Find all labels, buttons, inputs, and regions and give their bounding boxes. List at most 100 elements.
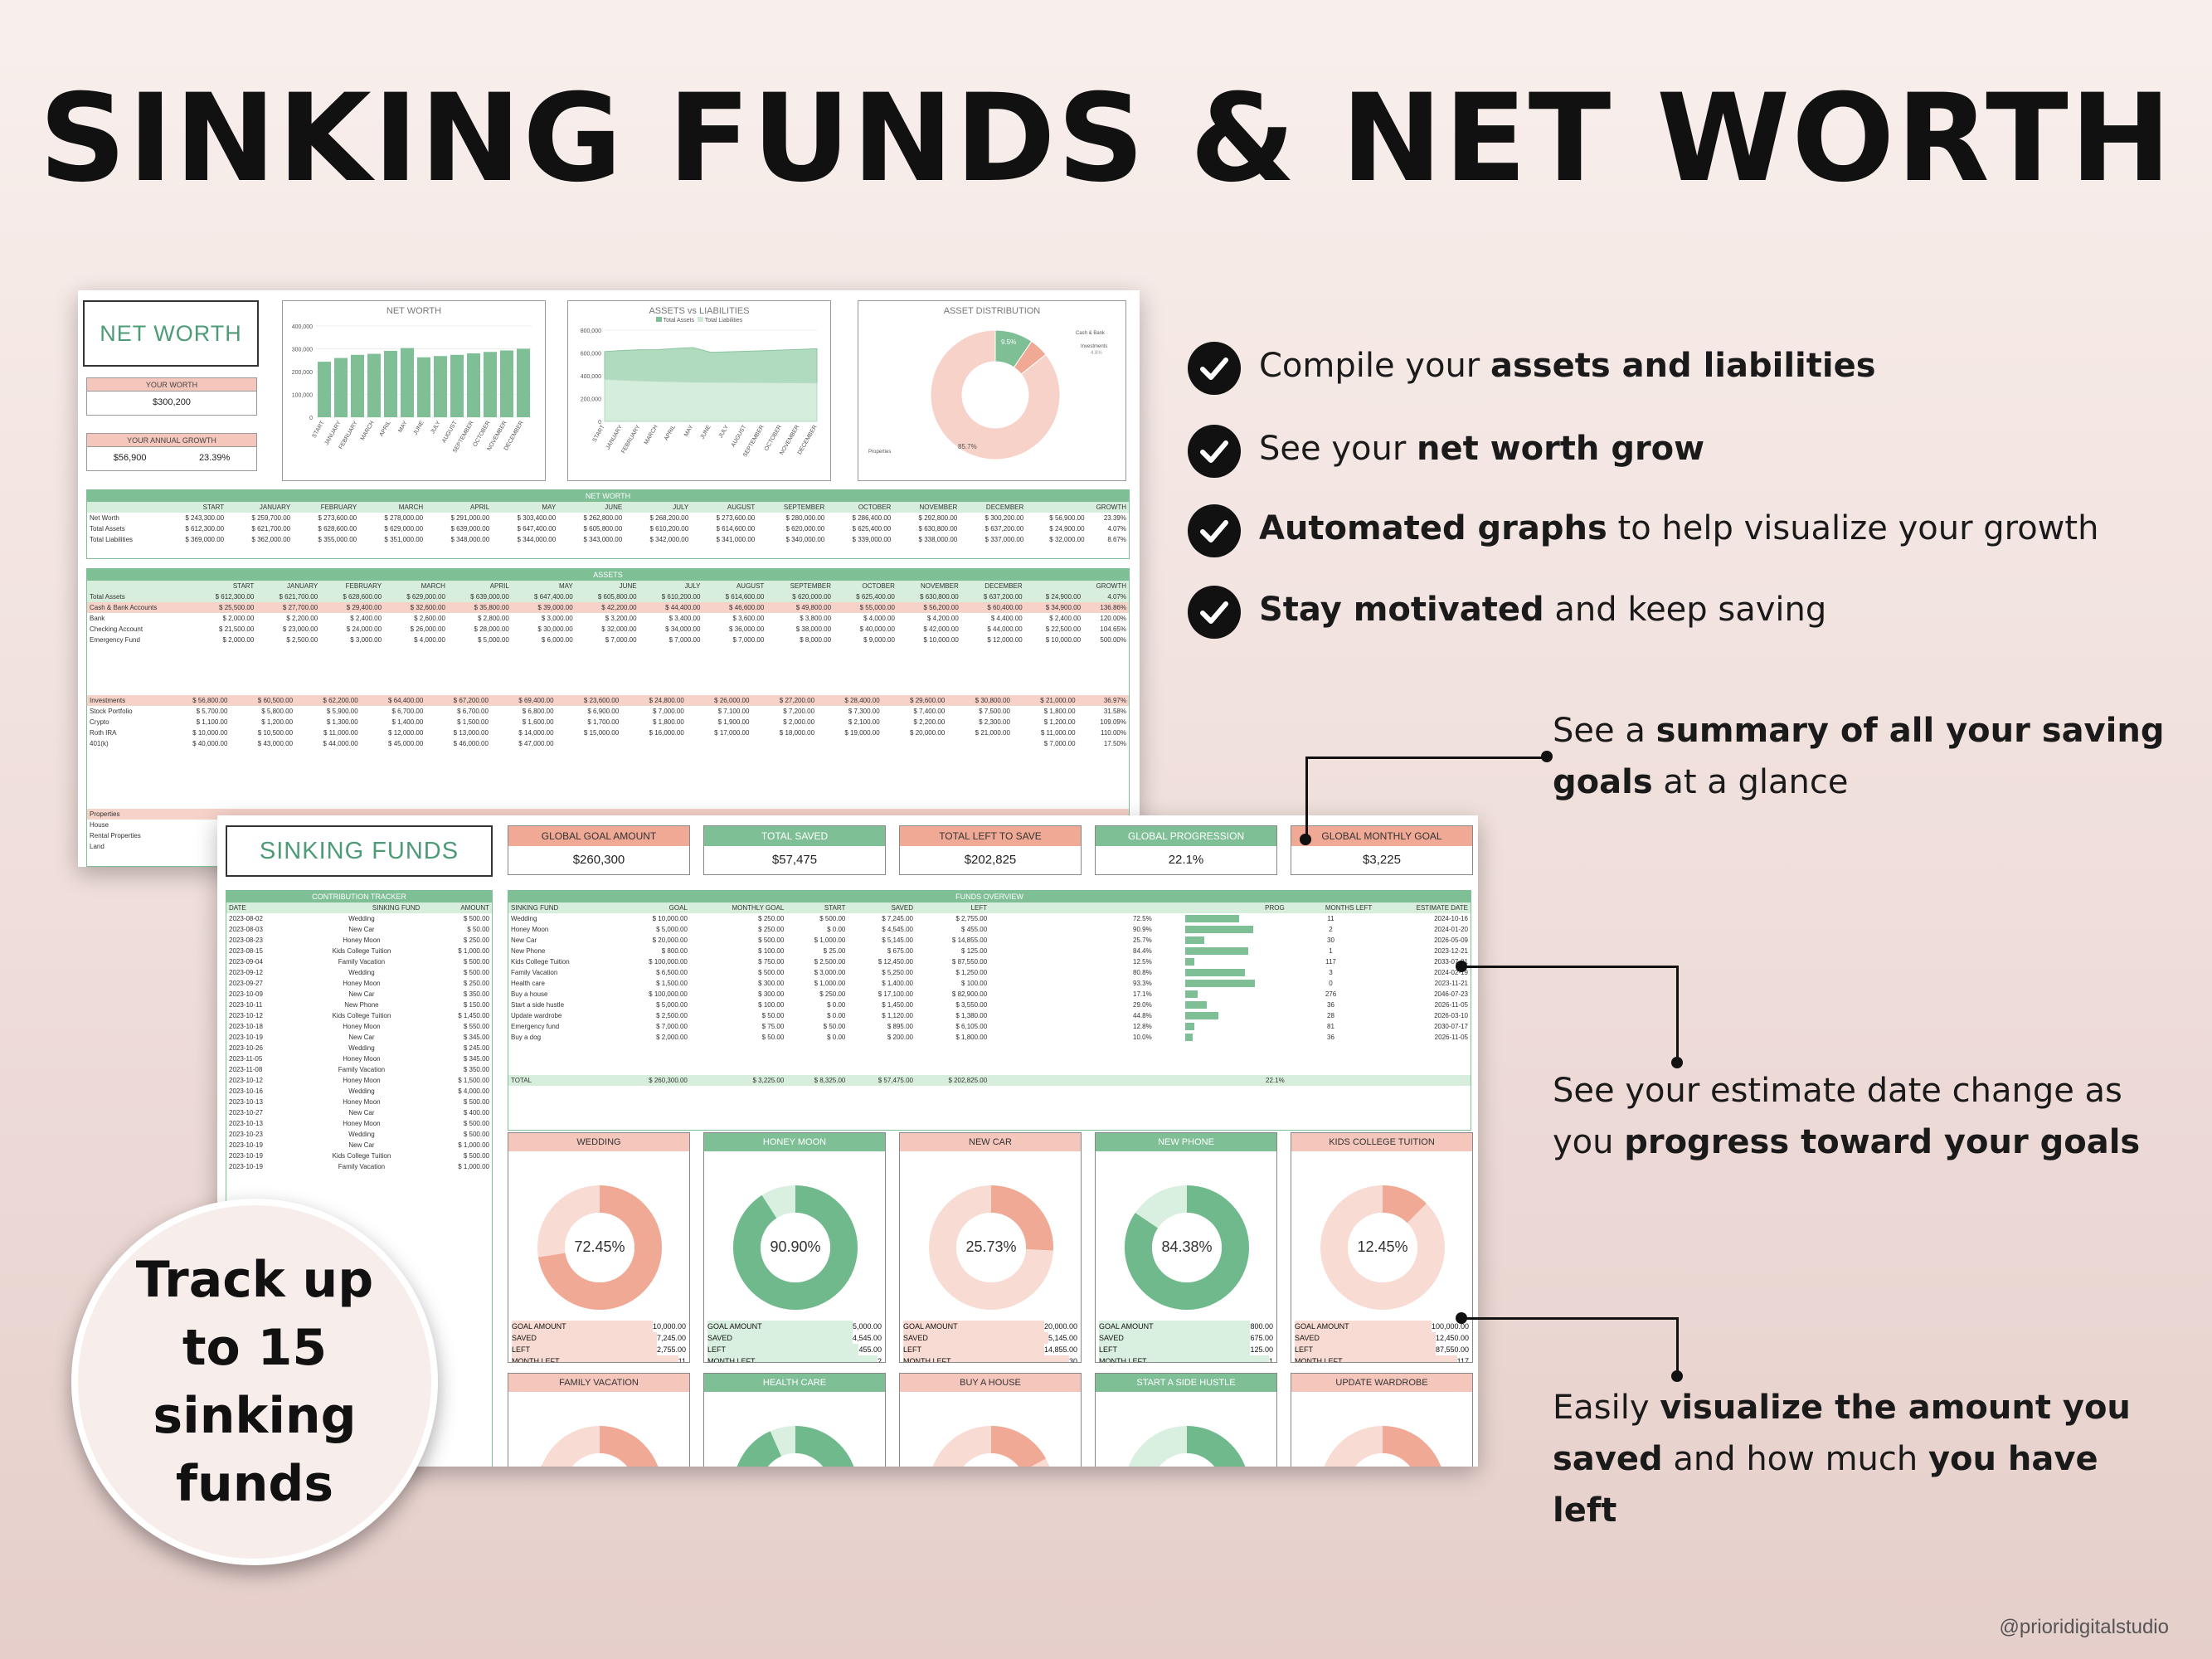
overview-cell: $ 500.00 [819, 915, 846, 922]
tracker-fund[interactable]: New Car [348, 1109, 375, 1117]
tracker-fund[interactable]: New Car [348, 1141, 375, 1149]
x-tick: DECEMBER [797, 425, 819, 456]
cell: $ 630,800.00 [918, 525, 958, 533]
cell: $ 610,200.00 [639, 591, 703, 602]
progress-cell: 84.4% [989, 946, 1287, 956]
tracker-date: 2023-11-08 [229, 1066, 263, 1073]
tracker-date: 2023-10-19 [229, 1141, 263, 1149]
tracker-fund[interactable]: New Phone [344, 1001, 379, 1009]
tracker-fund[interactable]: Family Vacation [338, 1066, 386, 1073]
overview-cell: $ 0.00 [827, 1012, 846, 1019]
tracker-fund[interactable]: Wedding [348, 915, 375, 922]
fund-stat-value: 10,000.00 [652, 1322, 686, 1331]
tracker-fund[interactable]: Family Vacation [338, 1163, 386, 1170]
cell: $ 7,400.00 [913, 708, 946, 715]
x-tick: FEBRUARY [620, 424, 641, 455]
tracker-fund[interactable]: New Car [348, 926, 375, 933]
donut-progress [733, 1185, 858, 1310]
tracker-fund[interactable]: Kids College Tuition [332, 947, 391, 955]
investments-grid: Investments$ 56,800.00$ 60,500.00$ 62,20… [87, 695, 1129, 749]
cell: $ 17,000.00 [714, 729, 750, 737]
tracker-fund[interactable]: New Car [348, 1034, 375, 1041]
cell: $ 348,000.00 [450, 536, 490, 543]
overview-cell: $ 12,450.00 [878, 958, 913, 966]
fund-donut: 90.90% [733, 1185, 858, 1310]
cell: $ 620,000.00 [785, 525, 825, 533]
overview-col: SINKING FUND [508, 902, 616, 913]
kpi-card: GLOBAL GOAL AMOUNT$260,300 [508, 825, 690, 875]
cell: $ 67,200.00 [425, 695, 491, 706]
cell: $ 1,600.00 [522, 718, 554, 726]
cell: $ 13,000.00 [453, 729, 489, 737]
kpi-card: TOTAL SAVED$57,475 [703, 825, 886, 875]
cell: $ 1,800.00 [652, 718, 684, 726]
cell: $ 32,600.00 [384, 602, 448, 613]
fund-pct: 72.45% [574, 1238, 625, 1255]
cell: $ 24,900.00 [1049, 525, 1085, 533]
tracker-fund[interactable]: Honey Moon [343, 980, 381, 987]
fund-stat-label: SAVED [1295, 1332, 1436, 1344]
cell: $ 10,000.00 [1045, 636, 1082, 644]
tracker-date: 2023-10-16 [229, 1087, 263, 1095]
cell: $ 30,800.00 [947, 695, 1013, 706]
tracker-fund[interactable]: Wedding [348, 1131, 375, 1138]
overview-cell: $ 895.00 [887, 1023, 913, 1030]
fund-stat-value: 675.00 [1250, 1334, 1273, 1342]
tracker-fund[interactable]: Wedding [348, 969, 375, 976]
empty-row [508, 1053, 1471, 1064]
net-worth-title: NET WORTH [100, 320, 242, 346]
tracker-fund[interactable]: Honey Moon [343, 1023, 381, 1030]
row-label: Total Assets [87, 591, 193, 602]
months-left: 276 [1325, 990, 1337, 998]
cell: $ 610,200.00 [649, 525, 689, 533]
tracker-fund[interactable]: Honey Moon [343, 1098, 381, 1106]
tracker-fund[interactable]: Family Vacation [338, 958, 386, 966]
cell: $ 286,400.00 [852, 514, 892, 522]
x-tick: APRIL [664, 424, 677, 441]
cell: $ 39,000.00 [511, 602, 576, 613]
overview-cell: Wedding [511, 915, 537, 922]
cell: $ 20,000.00 [910, 729, 946, 737]
fund-stat-value: 1 [1268, 1357, 1273, 1363]
cell: $ 612,300.00 [192, 591, 257, 602]
fund-stat-label: GOAL AMOUNT [903, 1321, 1044, 1332]
cell: $ 6,900.00 [587, 708, 620, 715]
tracker-fund[interactable]: Honey Moon [343, 937, 381, 944]
months-left: 117 [1325, 958, 1336, 966]
tracker-fund[interactable]: Kids College Tuition [332, 1012, 391, 1019]
row-label: House [90, 821, 109, 829]
tracker-fund[interactable]: Kids College Tuition [332, 1152, 391, 1160]
cell: $ 273,600.00 [318, 514, 357, 522]
cell [882, 738, 948, 749]
tracker-amount: $ 400.00 [463, 1109, 489, 1117]
tracker-date: 2023-10-19 [229, 1152, 263, 1160]
tracker-fund[interactable]: Honey Moon [343, 1120, 381, 1127]
tracker-date: 2023-08-02 [229, 915, 263, 922]
tracker-fund[interactable]: Honey Moon [343, 1077, 381, 1084]
sinking-funds-title: SINKING FUNDS [259, 837, 459, 864]
fund-stat-label: MONTH LEFT [903, 1355, 1069, 1362]
tracker-fund[interactable]: New Car [348, 990, 375, 998]
fund-stat-value: 87,550.00 [1435, 1345, 1469, 1354]
bar [500, 350, 513, 417]
cell: $ 259,700.00 [251, 514, 291, 522]
bar [334, 358, 348, 417]
progress-cell: 93.3% [989, 978, 1287, 989]
row-label: Crypto [90, 718, 109, 726]
month-header: APRIL [447, 581, 512, 591]
cell: $ 42,200.00 [575, 602, 639, 613]
cell: $ 10,000.00 [192, 729, 228, 737]
tracker-fund[interactable]: Honey Moon [343, 1055, 381, 1063]
tracker-fund[interactable]: Wedding [348, 1044, 375, 1052]
tracker-fund[interactable]: Wedding [348, 1087, 375, 1095]
cell: $ 27,700.00 [256, 602, 321, 613]
bar [467, 353, 480, 417]
